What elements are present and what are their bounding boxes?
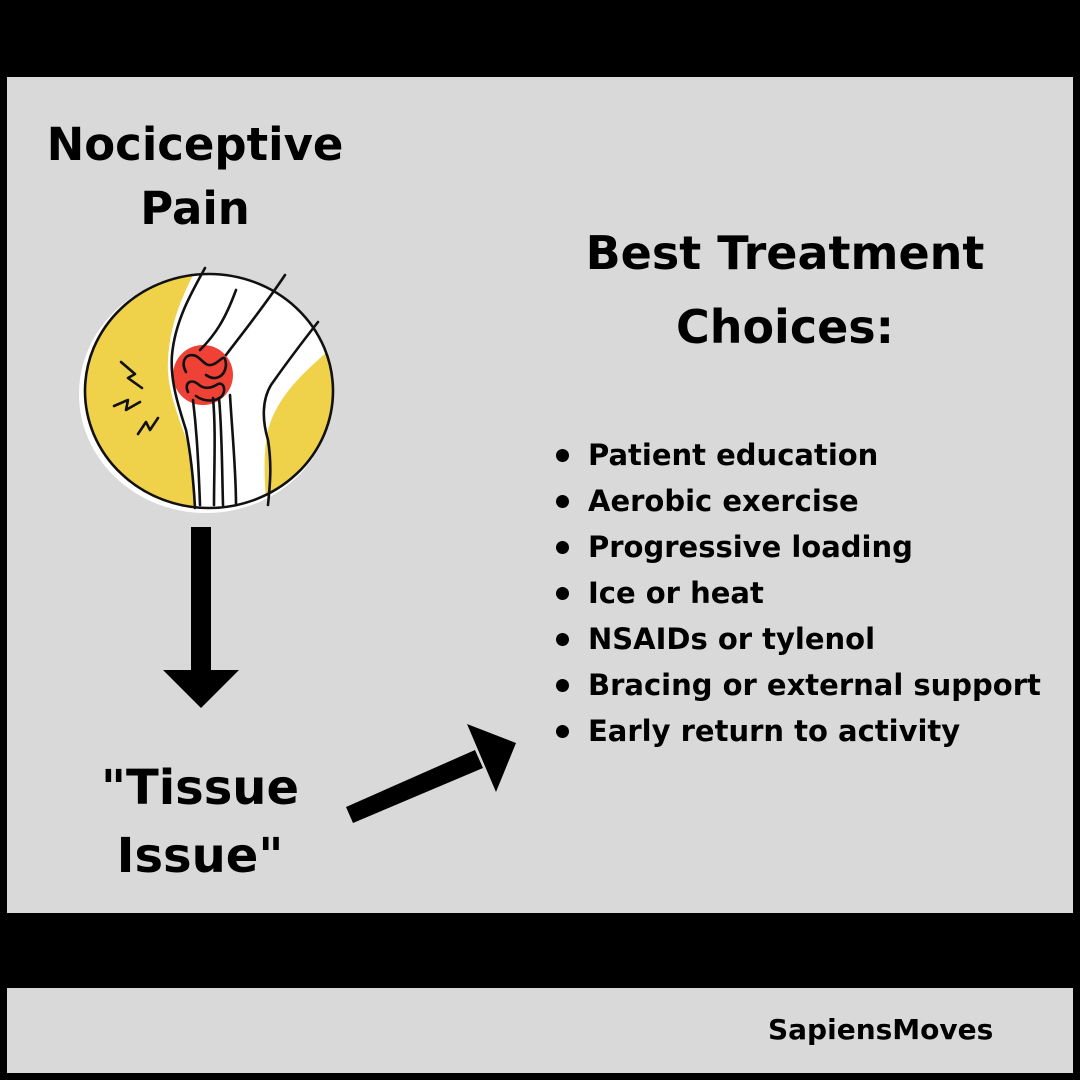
bullet-icon bbox=[556, 724, 569, 738]
brand-label: SapiensMoves bbox=[768, 1013, 994, 1046]
bullet-icon bbox=[556, 586, 569, 600]
treatment-label: Progressive loading bbox=[588, 530, 913, 564]
bullet-icon bbox=[556, 632, 569, 646]
list-item: NSAIDs or tylenol bbox=[556, 616, 1041, 662]
issue-line-2: Issue" bbox=[116, 828, 284, 884]
bullet-icon bbox=[556, 494, 569, 508]
bullet-icon bbox=[556, 540, 569, 554]
list-item: Aerobic exercise bbox=[556, 478, 1041, 524]
treatment-label: Ice or heat bbox=[588, 576, 764, 610]
nociceptive-pain-title: Nociceptive Pain bbox=[20, 113, 370, 241]
title-line-2: Pain bbox=[140, 182, 250, 235]
treatment-label: Patient education bbox=[588, 438, 879, 472]
list-item: Patient education bbox=[556, 432, 1041, 478]
footer-panel bbox=[7, 988, 1073, 1073]
treatment-title-line-2: Choices: bbox=[675, 300, 895, 354]
list-item: Progressive loading bbox=[556, 524, 1041, 570]
treatment-title-line-1: Best Treatment bbox=[585, 226, 985, 280]
tissue-issue-label: "Tissue Issue" bbox=[60, 754, 340, 890]
treatment-label: NSAIDs or tylenol bbox=[588, 622, 876, 656]
list-item: Ice or heat bbox=[556, 570, 1041, 616]
issue-line-1: "Tissue bbox=[100, 760, 300, 816]
list-item: Bracing or external support bbox=[556, 662, 1041, 708]
best-treatment-title: Best Treatment Choices: bbox=[540, 216, 1030, 364]
list-item: Early return to activity bbox=[556, 708, 1041, 754]
treatment-label: Bracing or external support bbox=[588, 668, 1041, 702]
treatment-label: Aerobic exercise bbox=[588, 484, 859, 518]
treatment-list: Patient education Aerobic exercise Progr… bbox=[556, 432, 1041, 754]
treatment-label: Early return to activity bbox=[588, 714, 961, 748]
bullet-icon bbox=[556, 678, 569, 692]
bullet-icon bbox=[556, 448, 569, 462]
title-line-1: Nociceptive bbox=[46, 118, 344, 171]
